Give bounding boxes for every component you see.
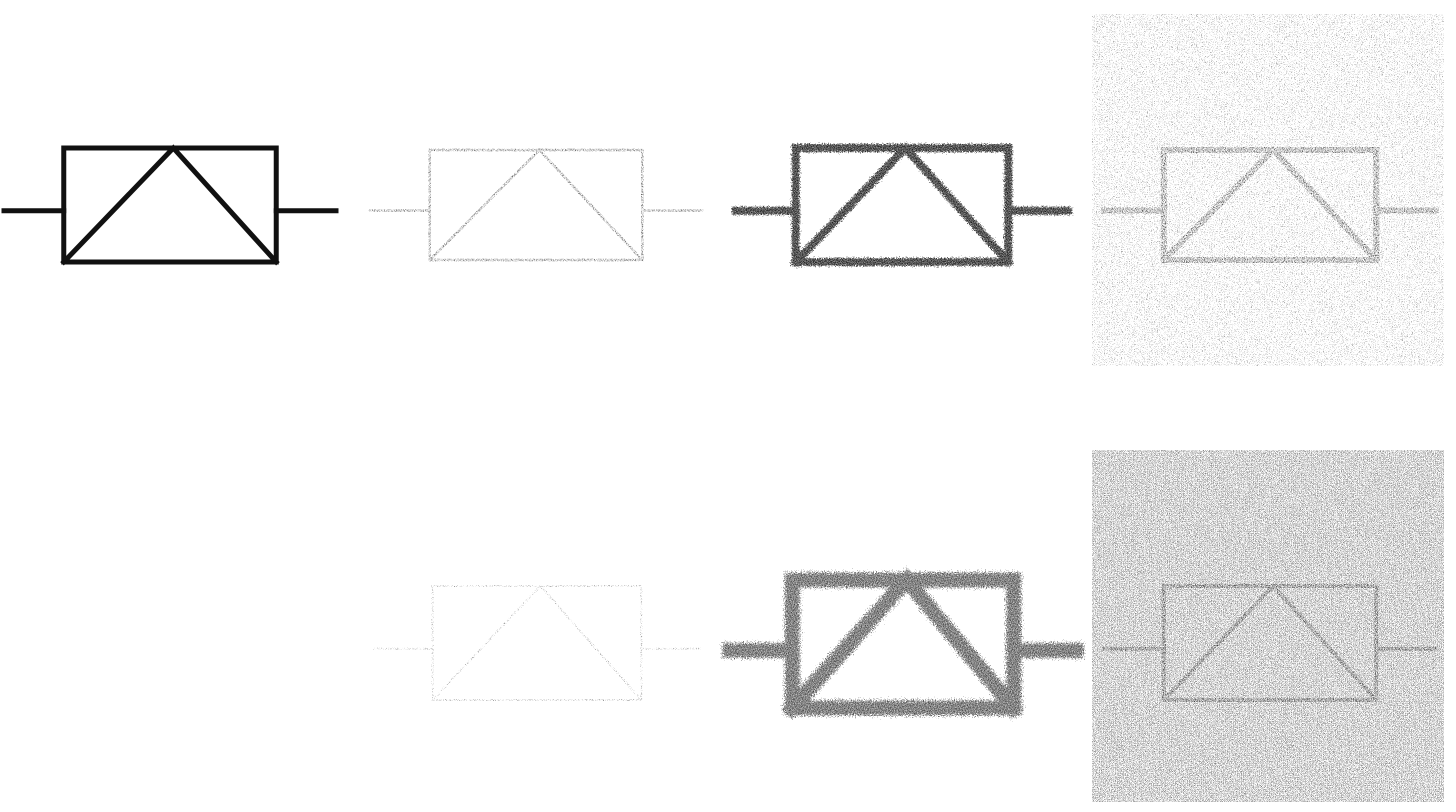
variant-noisy-background: [1101, 145, 1439, 265]
inverted-v-stroke: [431, 584, 643, 702]
inverted-v-stroke: [1160, 583, 1380, 703]
heavy-noise-background-patch: [1092, 450, 1444, 802]
inverted-v-stroke: [1159, 145, 1381, 265]
block-rectangle: [791, 144, 1013, 266]
variant-original: [1, 144, 339, 266]
block-rectangle: [428, 148, 644, 262]
variant-thick: [732, 142, 1072, 268]
variant-thin: [368, 148, 704, 262]
variant-heavy-noise-background: [1102, 583, 1438, 703]
block-rectangle: [784, 572, 1022, 716]
block-rectangle: [61, 145, 279, 265]
variant-very-thin: [373, 584, 701, 702]
noise-background-patch: [1092, 14, 1444, 366]
variant-very-thick: [722, 568, 1084, 719]
inverted-v-stroke: [427, 148, 645, 262]
inverted-v-stroke: [60, 144, 280, 266]
inverted-v-stroke: [781, 568, 1025, 719]
inverted-v-stroke: [790, 142, 1014, 268]
block-rectangle: [1161, 584, 1379, 702]
block-rectangle: [431, 585, 643, 701]
